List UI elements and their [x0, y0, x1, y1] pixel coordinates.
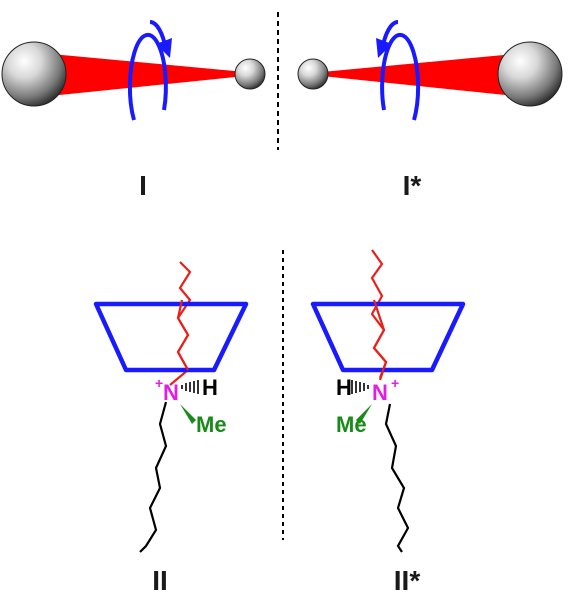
alkyl-chain-left — [139, 401, 168, 553]
large-sphere-left — [1, 41, 67, 107]
small-sphere-left — [234, 58, 266, 90]
charge-right: + — [391, 375, 399, 391]
rotaxane-II-star: N + H Me — [310, 249, 466, 553]
nitrogen-right: N — [372, 380, 388, 405]
alkyl-chain-right — [384, 403, 410, 553]
label-I: I — [139, 170, 147, 201]
label-II: II — [152, 565, 168, 596]
hydrogen-left: H — [202, 375, 218, 400]
wedge-bond-right — [356, 404, 372, 424]
macrocycle-ring-left — [93, 301, 249, 373]
methyl-right: Me — [336, 412, 367, 437]
label-I-star: I* — [403, 170, 422, 201]
small-sphere-right — [297, 58, 329, 90]
label-II-star: II* — [394, 565, 421, 596]
nitrogen-left: N — [163, 380, 179, 405]
charge-left: + — [155, 375, 163, 391]
red-cone-left — [30, 52, 245, 98]
threaded-chain-left-front — [176, 299, 190, 371]
rotaxane-II: + N H Me — [93, 261, 249, 553]
hydrogen-right: H — [336, 375, 352, 400]
rotation-arrow-left-top — [149, 19, 168, 51]
rotation-arrow-right — [380, 32, 421, 121]
large-sphere-right — [497, 41, 563, 107]
rotation-arrow-right-top — [380, 19, 399, 51]
threaded-chain-right-front — [372, 299, 388, 379]
red-cone-right — [322, 52, 535, 98]
rotor-I — [1, 19, 266, 121]
macrocycle-ring-right — [310, 301, 466, 373]
wedge-bond-left — [180, 404, 196, 424]
rotor-I-star — [297, 19, 563, 121]
hashed-bond-right — [351, 380, 369, 394]
methyl-left: Me — [196, 412, 227, 437]
hashed-bond-left — [181, 380, 199, 394]
rotation-arrow-left — [127, 32, 168, 121]
